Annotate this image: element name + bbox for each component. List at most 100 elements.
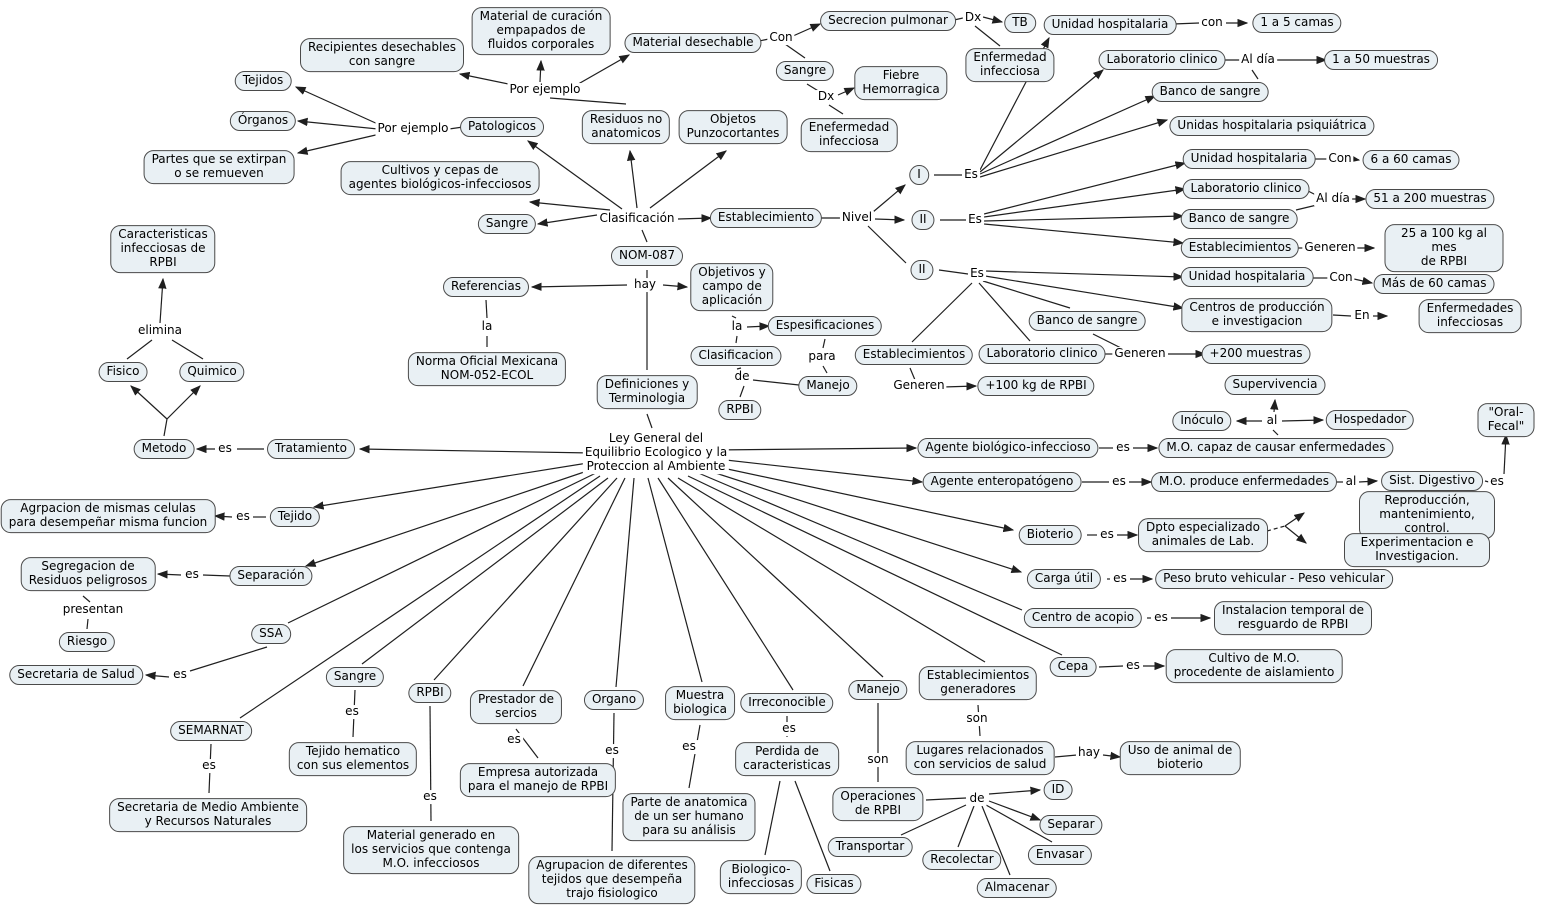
node-envasar[interactable]: Envasar — [1027, 845, 1093, 865]
node-reproduccion[interactable]: Reproducción, mantenimiento, control. — [1359, 491, 1495, 539]
node-mo_capaz[interactable]: M.O. capaz de causar enfermedades — [1158, 438, 1394, 458]
node-muestras_51a200[interactable]: 51 a 200 muestras — [1365, 189, 1495, 209]
link-label-es_sist[interactable]: es — [1488, 474, 1506, 489]
node-fiebre[interactable]: Fiebre Hemorragica — [854, 66, 948, 100]
link-label-es_bioterio[interactable]: es — [1098, 527, 1116, 542]
node-caracteristicas[interactable]: Caracteristicas infecciosas de RPBI — [110, 225, 216, 273]
node-secretaria_salud[interactable]: Secretaria de Salud — [9, 665, 143, 685]
node-banco_sangre2[interactable]: Banco de sangre — [1180, 209, 1298, 229]
node-espesificaciones[interactable]: Espesificaciones — [767, 316, 883, 336]
node-operaciones[interactable]: Operaciones de RPBI — [832, 787, 924, 821]
link-label-generen2[interactable]: Generen — [1112, 346, 1168, 361]
node-almacenar[interactable]: Almacenar — [976, 878, 1058, 898]
node-objetivos[interactable]: Objetivos y campo de aplicación — [690, 263, 774, 311]
node-mat_desechable[interactable]: Material desechable — [624, 33, 762, 53]
node-biologico_inf[interactable]: Biologico- infecciosas — [719, 860, 803, 894]
node-segregacion[interactable]: Segregacion de Residuos peligrosos — [20, 557, 156, 591]
node-muestras_200[interactable]: +200 muestras — [1201, 344, 1311, 364]
link-label-con2[interactable]: Con — [1326, 151, 1354, 166]
link-label-es_agente_bio[interactable]: es — [1114, 440, 1132, 455]
node-tejido[interactable]: Tejido — [269, 507, 321, 527]
link-label-de1[interactable]: de — [732, 369, 752, 384]
node-mat_curacion[interactable]: Material de curación empapados de fluido… — [471, 7, 611, 55]
node-ssa[interactable]: SSA — [251, 624, 291, 644]
node-residuos_no_anat[interactable]: Residuos no anatomicos — [581, 110, 671, 144]
link-label-es_organo[interactable]: es — [603, 743, 621, 758]
link-label-es_carga[interactable]: es — [1111, 571, 1129, 586]
node-norma[interactable]: Norma Oficial Mexicana NOM-052-ECOL — [407, 352, 567, 386]
node-tb[interactable]: TB — [1004, 13, 1036, 33]
link-label-clasificacion_hub[interactable]: Clasificación — [597, 211, 677, 226]
link-label-con3[interactable]: Con — [1327, 270, 1355, 285]
node-metodo[interactable]: Metodo — [133, 439, 195, 459]
node-hospedador[interactable]: Hospedador — [1325, 410, 1415, 430]
link-label-ley_hub[interactable]: Ley General del Equilibrio Ecologico y l… — [582, 431, 730, 474]
link-label-al1[interactable]: al — [1264, 413, 1280, 428]
node-cultivo_mo[interactable]: Cultivo de M.O. procedente de aislamient… — [1165, 649, 1343, 683]
node-node_i[interactable]: I — [909, 165, 929, 185]
node-empresa[interactable]: Empresa autorizada para el manejo de RPB… — [459, 763, 617, 797]
link-label-es2[interactable]: Es — [966, 212, 984, 227]
node-agente_bio[interactable]: Agente biológico-infeccioso — [917, 438, 1099, 458]
link-label-con_top[interactable]: Con — [767, 30, 795, 45]
link-label-aldia1[interactable]: Al día — [1239, 52, 1277, 67]
node-banco_sangre1[interactable]: Banco de sangre — [1151, 82, 1269, 102]
node-material_generado[interactable]: Material generado en los servicios que c… — [343, 826, 519, 874]
node-cultivos[interactable]: Cultivos y cepas de agentes biológicos-i… — [340, 161, 540, 195]
node-perdida[interactable]: Perdida de caracteristicas — [735, 742, 839, 776]
node-fisicas[interactable]: Fisicas — [806, 874, 862, 894]
link-label-es1[interactable]: Es — [962, 167, 980, 182]
link-label-presentan[interactable]: presentan — [60, 602, 126, 617]
node-camas_mas60[interactable]: Más de 60 camas — [1373, 274, 1495, 294]
node-tratamiento[interactable]: Tratamiento — [267, 439, 355, 459]
node-secrecion[interactable]: Secrecion pulmonar — [820, 11, 956, 31]
node-inoculo[interactable]: Inóculo — [1172, 411, 1232, 431]
node-organo[interactable]: Organo — [583, 690, 645, 710]
node-transportar[interactable]: Transportar — [827, 837, 913, 857]
node-mo_produce[interactable]: M.O. produce enfermedades — [1150, 472, 1338, 492]
node-agrupacion2[interactable]: Agrupacion de diferentes tejidos que des… — [528, 856, 696, 904]
node-experimentacion[interactable]: Experimentacion e Investigacion. — [1344, 533, 1490, 567]
link-label-es_tejido[interactable]: es — [234, 509, 252, 524]
node-dpto[interactable]: Dpto especializado animales de Lab. — [1138, 518, 1268, 552]
node-unidad_hosp3[interactable]: Unidad hospitalaria — [1180, 267, 1314, 287]
link-label-aldia2[interactable]: Al día — [1314, 191, 1352, 206]
link-label-con1[interactable]: con — [1199, 15, 1225, 30]
link-label-es_irreconocible[interactable]: es — [780, 721, 798, 736]
node-fisico[interactable]: Fisico — [98, 362, 148, 382]
node-muestras_1a50[interactable]: 1 a 50 muestras — [1324, 50, 1438, 70]
node-node_ii_2[interactable]: II — [910, 260, 934, 280]
node-carga_util[interactable]: Carga útil — [1026, 569, 1102, 589]
node-uso_animal[interactable]: Uso de animal de bioterio — [1119, 741, 1241, 775]
node-nom087[interactable]: NOM-087 — [610, 246, 684, 266]
link-label-es_ssa[interactable]: es — [171, 667, 189, 682]
node-kg25a100[interactable]: 25 a 100 kg al mes de RPBI — [1384, 224, 1504, 272]
node-sist_digestivo[interactable]: Sist. Digestivo — [1381, 471, 1483, 491]
node-peso_bruto[interactable]: Peso bruto vehicular - Peso vehicular — [1155, 569, 1393, 589]
node-bioterio[interactable]: Bioterio — [1018, 525, 1082, 545]
node-unidad_hosp2[interactable]: Unidad hospitalaria — [1182, 149, 1316, 169]
node-cepa[interactable]: Cepa — [1049, 657, 1097, 677]
link-label-son_manejo[interactable]: son — [865, 752, 891, 767]
node-clasificacion2[interactable]: Clasificacion — [690, 346, 782, 366]
node-establecimientos2[interactable]: Establecimientos — [854, 345, 974, 365]
link-label-hay1[interactable]: hay — [631, 277, 659, 292]
node-camas_6a60[interactable]: 6 a 60 camas — [1362, 150, 1460, 170]
link-label-por_ejemplo1[interactable]: Por ejemplo — [375, 121, 451, 136]
node-supervivencia[interactable]: Supervivencia — [1224, 375, 1326, 395]
link-label-para1[interactable]: para — [806, 349, 838, 364]
node-secretaria_medio[interactable]: Secretaria de Medio Ambiente y Recursos … — [109, 798, 307, 832]
link-label-dx2[interactable]: Dx — [815, 89, 837, 104]
link-label-elimina[interactable]: elimina — [135, 323, 185, 338]
link-label-hay2[interactable]: hay — [1075, 745, 1103, 760]
link-label-al2[interactable]: al — [1343, 474, 1359, 489]
node-separacion[interactable]: Separación — [229, 566, 313, 586]
node-muestra_bio[interactable]: Muestra biologica — [665, 686, 735, 720]
link-label-es3[interactable]: Es — [968, 266, 986, 281]
node-definiciones[interactable]: Definiciones y Terminologia — [596, 375, 698, 409]
node-establecimientos1[interactable]: Establecimientos — [1180, 238, 1300, 258]
node-recolectar[interactable]: Recolectar — [922, 850, 1002, 870]
node-id_node[interactable]: ID — [1043, 780, 1073, 800]
link-label-son_estab[interactable]: son — [964, 711, 990, 726]
node-lab_clinico2[interactable]: Laboratorio clinico — [1182, 179, 1310, 199]
